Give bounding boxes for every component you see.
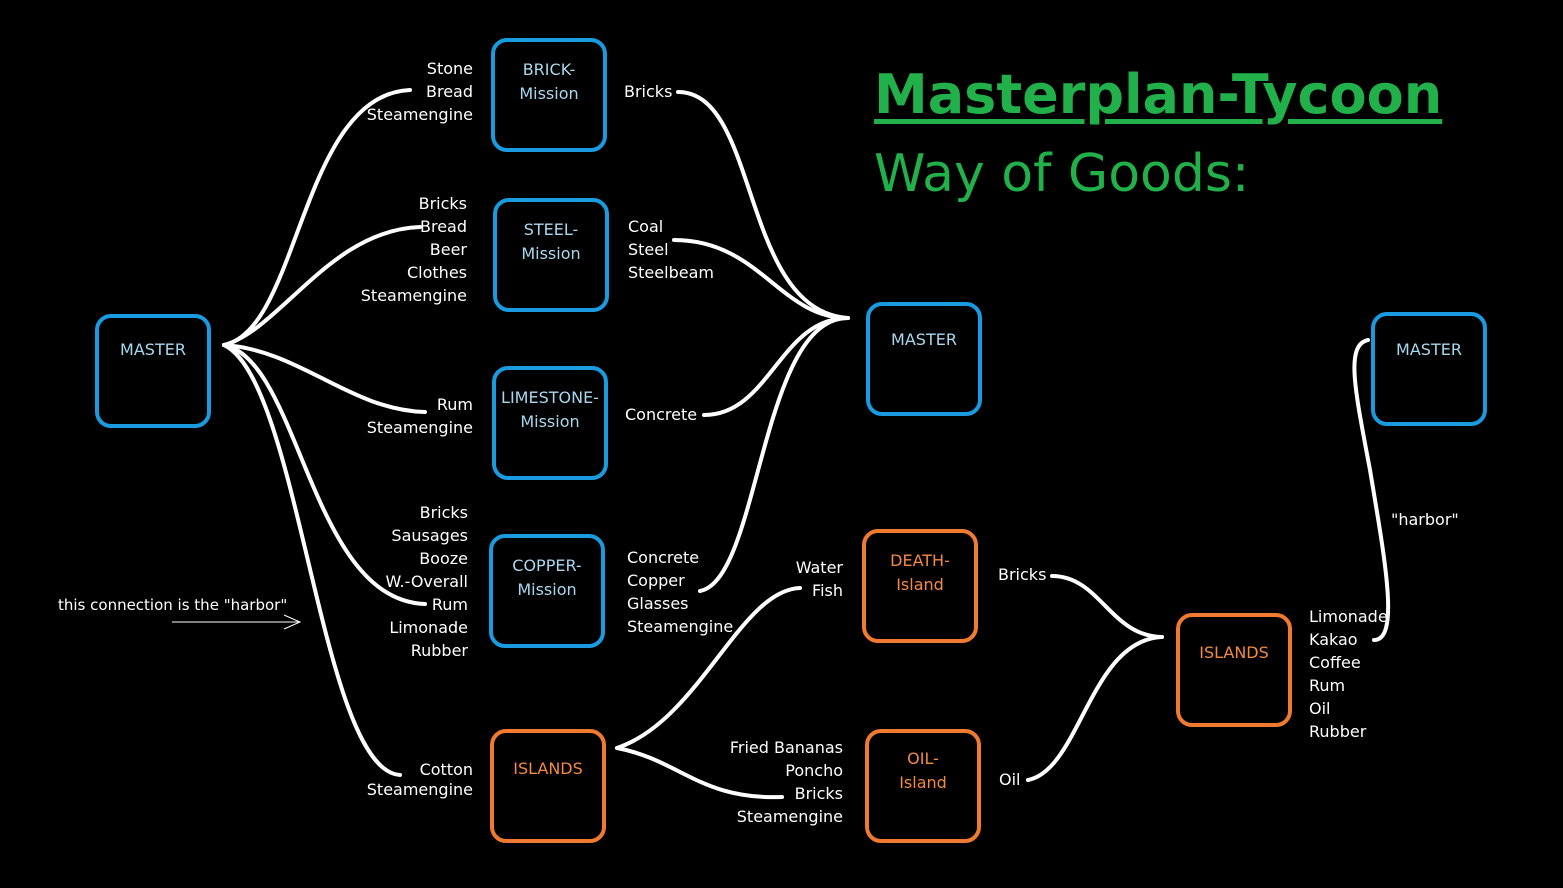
goods-item: Steamengine — [366, 418, 473, 437]
goods-item: Clothes — [407, 263, 467, 282]
copper-mission-node: COPPER- Mission — [489, 534, 605, 648]
goods-item: Coal — [628, 217, 664, 236]
goods-item: Sausages — [391, 526, 468, 545]
goods-item: Cotton — [419, 760, 473, 779]
goods-item: Steamengine — [366, 105, 473, 124]
goods-item: Limonade — [389, 618, 468, 637]
brick-mission-node: BRICK- Mission — [491, 38, 607, 152]
wire-islands-to-oil — [615, 746, 784, 800]
goods-item: W.-Overall — [385, 572, 468, 591]
node-label: MASTER — [891, 330, 957, 349]
oil-island-node: OIL- Island — [865, 729, 981, 843]
brick-output-goods: Bricks — [624, 80, 672, 103]
diagram-subtitle: Way of Goods: — [874, 144, 1250, 204]
wire-oil-to-islands-right — [1026, 635, 1164, 782]
goods-item: Bricks — [998, 565, 1047, 584]
goods-item: Rubber — [410, 641, 468, 660]
wire-islands-to-death — [615, 586, 802, 750]
oil-island-input-goods: Fried Bananas Poncho Bricks Steamengine — [730, 736, 843, 828]
goods-item: Bricks — [418, 194, 467, 213]
goods-item: Water — [795, 558, 843, 577]
master-left-node: MASTER — [95, 314, 211, 428]
node-label: COPPER- Mission — [512, 556, 582, 599]
goods-item: Fish — [812, 581, 843, 600]
wire-master-to-brick — [222, 88, 412, 347]
diagram-title: Masterplan-Tycoon — [874, 63, 1443, 126]
goods-item: Bread — [425, 82, 473, 101]
goods-item: Copper — [627, 571, 685, 590]
death-island-output-goods: Bricks — [998, 563, 1046, 586]
goods-item: Oil — [999, 770, 1021, 789]
goods-item: Poncho — [785, 761, 843, 780]
node-label: DEATH- Island — [890, 551, 950, 594]
steel-input-goods: Bricks Bread Beer Clothes Steamengine — [361, 192, 467, 307]
goods-item: Kakao — [1309, 630, 1358, 649]
wire-death-to-islands-right — [1050, 574, 1164, 639]
node-label: STEEL- Mission — [521, 220, 581, 263]
goods-item: Rubber — [1309, 722, 1367, 741]
node-label: ISLANDS — [1199, 643, 1269, 662]
goods-item: Limonade — [1309, 607, 1388, 626]
copper-output-goods: Concrete Copper Glasses Steamengine — [627, 546, 733, 638]
wire-master-to-islands — [222, 343, 402, 777]
copper-input-goods: Bricks Sausages Booze W.-Overall Rum Lim… — [386, 501, 468, 662]
node-label: OIL- Island — [899, 749, 947, 792]
goods-item: Rum — [1309, 676, 1346, 695]
islands-input-goods: Cotton Steamengine — [367, 760, 473, 800]
goods-item: Steamengine — [736, 807, 843, 826]
islands-right-output-goods: Limonade Kakao Coffee Rum Oil Rubber — [1309, 605, 1388, 743]
goods-item: Concrete — [625, 405, 698, 424]
wire-steel-to-center — [672, 238, 850, 320]
limestone-mission-node: LIMESTONE- Mission — [492, 366, 608, 480]
node-label: ISLANDS — [513, 759, 583, 778]
goods-item: Stone — [426, 59, 473, 78]
wire-master-to-limestone — [222, 343, 427, 414]
goods-item: Glasses — [627, 594, 689, 613]
islands-left-node: ISLANDS — [490, 729, 606, 843]
goods-item: Steel — [628, 240, 669, 259]
goods-item: Rum — [431, 595, 468, 614]
oil-island-output-goods: Oil — [999, 768, 1020, 791]
goods-item: Steamengine — [366, 780, 473, 799]
harbor-label: "harbor" — [1391, 510, 1459, 529]
node-label: LIMESTONE- Mission — [501, 388, 599, 431]
islands-right-node: ISLANDS — [1176, 613, 1292, 727]
wire-brick-to-center — [676, 90, 850, 320]
brick-input-goods: Stone Bread Steamengine — [367, 57, 473, 126]
wire-master-to-steel — [222, 225, 422, 347]
goods-item: Steamengine — [360, 286, 467, 305]
wire-copper-to-center — [698, 316, 850, 593]
harbor-note: this connection is the "harbor" — [58, 596, 288, 614]
goods-item: Oil — [1309, 699, 1331, 718]
goods-item: Bricks — [624, 82, 673, 101]
goods-item: Bread — [419, 217, 467, 236]
death-island-node: DEATH- Island — [862, 529, 978, 643]
harbor-arrow-head — [283, 614, 302, 630]
wire-limestone-to-center — [702, 316, 850, 417]
goods-item: Fried Bananas — [729, 738, 843, 757]
wire-islands-right-to-master-right — [1352, 338, 1391, 642]
death-island-input-goods: Water Fish — [796, 556, 843, 602]
node-label: MASTER — [1396, 340, 1462, 359]
limestone-input-goods: Rum Steamengine — [367, 393, 473, 439]
goods-item: Bricks — [794, 784, 843, 803]
master-right-node: MASTER — [1371, 312, 1487, 426]
wire-master-to-copper — [222, 343, 427, 606]
goods-item: Concrete — [627, 548, 700, 567]
goods-item: Booze — [419, 549, 468, 568]
node-label: BRICK- Mission — [519, 60, 579, 103]
master-center-node: MASTER — [866, 302, 982, 416]
limestone-output-goods: Concrete — [625, 403, 697, 426]
goods-item: Bricks — [419, 503, 468, 522]
goods-item: Steamengine — [627, 617, 734, 636]
steel-output-goods: Coal Steel Steelbeam — [628, 215, 714, 284]
node-label: MASTER — [120, 340, 186, 359]
goods-item: Steelbeam — [628, 263, 714, 282]
goods-item: Rum — [436, 395, 473, 414]
goods-item: Beer — [429, 240, 467, 259]
goods-item: Coffee — [1309, 653, 1361, 672]
steel-mission-node: STEEL- Mission — [493, 198, 609, 312]
